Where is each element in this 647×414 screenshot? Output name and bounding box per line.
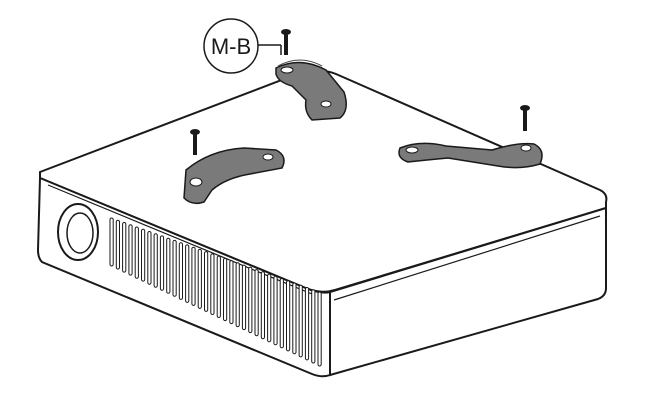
vent-slot [204,251,209,312]
vent-slot [185,244,190,303]
vent-slot [141,228,146,282]
screw-icon-right [520,105,530,131]
mount-bracket-back [275,59,347,121]
device-bevel-line-side [333,215,601,301]
vent-slot [292,282,297,355]
vent-slot [210,253,215,315]
vent-slot [273,275,278,346]
vent-slot [223,257,228,322]
vent-slot [298,284,303,358]
vent-slot [229,260,234,325]
vent-slot [147,231,152,285]
vent-slot [109,217,114,267]
vent-slot [254,269,259,337]
vent-grille-icon [109,217,322,367]
vent-slot [178,242,184,300]
screw-icon [281,29,291,55]
vent-slot [317,291,322,367]
vent-slot [286,280,291,352]
vent-slot [267,273,272,343]
mount-bracket-left [183,147,285,205]
vent-slot [260,271,265,340]
mount-bracket-right [398,142,543,169]
vent-slot [122,222,127,273]
screw-icon-left [190,129,200,155]
callout-label: M-B [211,34,251,59]
lens-icon [57,203,99,261]
vent-slot [235,262,240,328]
vent-slot [172,239,177,297]
vent-slot [216,255,221,319]
vent-slot [304,287,310,361]
vent-slot [166,237,171,294]
vent-slot [241,264,247,331]
vent-slot [191,246,196,306]
device-side-face [329,206,607,377]
vent-slot [248,266,253,334]
vent-slot [197,248,202,309]
vent-slot [279,278,284,349]
vent-slot [159,235,165,291]
vent-slot [115,219,121,270]
vent-slot [134,226,139,279]
callout-m-b: M-B [203,18,282,74]
vent-slot [311,289,316,364]
vent-slot [128,224,133,276]
vent-slot [153,233,158,288]
